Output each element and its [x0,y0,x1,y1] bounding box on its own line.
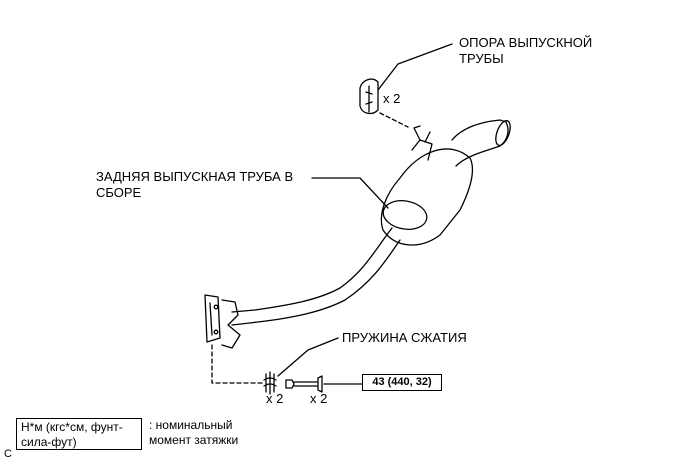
hanger-label: ОПОРА ВЫПУСКНОЙ ТРУБЫ [459,35,593,66]
muffler [380,148,474,246]
hanger-quantity: x 2 [383,91,401,106]
spring-quantity: x 2 [266,391,284,406]
legend-description: : номинальный момент затяжки [149,418,239,447]
leader-pipe [311,177,389,209]
torque-value: 43 (440, 32) [362,374,442,391]
pipe-assembly-label: ЗАДНЯЯ ВЫПУСКНАЯ ТРУБА В СБОРЕ [96,169,294,200]
muffler-bracket [411,125,433,161]
tail-pipe-outlet [495,119,511,147]
flange [204,294,221,343]
hanger-rubber [359,78,379,115]
spring-coils [263,371,277,395]
figure-code: C [4,448,12,460]
bolt-quantity: x 2 [310,391,328,406]
leader-spring [277,337,339,377]
leader-hanger [377,43,453,91]
pipe-bracket [221,299,241,349]
legend-units-box: Н*м (кгс*см, фунт- сила-фут) [16,418,142,450]
muffler-inlet-end [382,200,428,230]
guide-line-hanger [379,112,409,128]
spring-label: ПРУЖИНА СЖАТИЯ [342,330,467,345]
guide-line-spring [211,344,263,384]
bolt [285,375,323,393]
front-pipe [231,227,401,326]
tail-pipe [451,119,509,167]
